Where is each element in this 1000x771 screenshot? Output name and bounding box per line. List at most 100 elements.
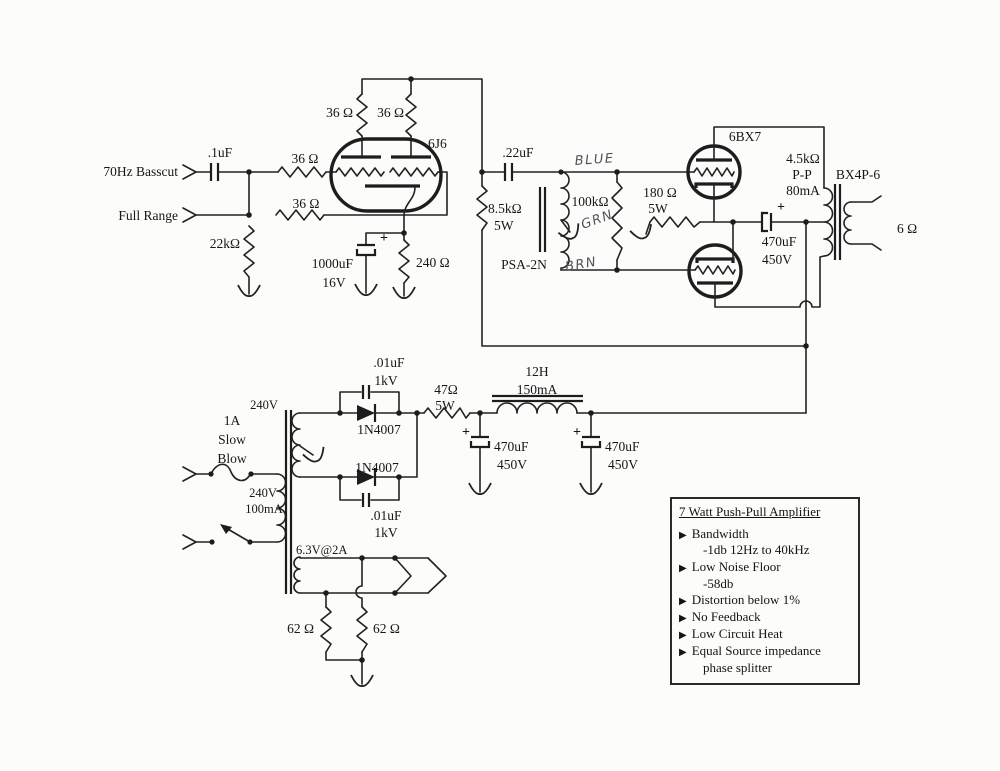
choke-12h bbox=[492, 394, 807, 414]
cathode bbox=[695, 257, 735, 263]
label-input-cap: .1uF bbox=[208, 145, 233, 160]
label-6bx7: 6BX7 bbox=[729, 129, 762, 144]
label-fuse-slow: Slow bbox=[218, 432, 246, 447]
bullet-icon: ▶ bbox=[679, 613, 687, 625]
label-snub-top-v: 1kV bbox=[374, 373, 398, 388]
label-47: 47Ω bbox=[434, 382, 458, 397]
tube-6bx7-upper bbox=[686, 126, 825, 223]
info-box-title: 7 Watt Push-Pull Amplifier bbox=[679, 504, 821, 519]
resistor-62-right bbox=[325, 606, 374, 687]
label-450v-ultrapath: 450V bbox=[762, 252, 792, 267]
tube-6bx7-lower bbox=[687, 221, 825, 308]
label-240v-top: 240V bbox=[250, 398, 278, 412]
label-62-left: 62 Ω bbox=[287, 621, 314, 636]
spec-item-impedance: ▶ Equal Source impedance bbox=[679, 643, 851, 660]
label-47-w: 5W bbox=[435, 398, 455, 413]
junction-dots bbox=[208, 76, 809, 663]
spec-item-heat: ▶ Low Circuit Heat bbox=[679, 626, 851, 643]
label-choke-i: 150mA bbox=[517, 382, 558, 397]
handwritten-blue: BLUE bbox=[574, 151, 615, 169]
filter-capacitor-2 bbox=[579, 412, 603, 495]
bullet-icon: ▶ bbox=[679, 563, 687, 575]
grid bbox=[694, 265, 736, 275]
handwritten-brn: BRN bbox=[564, 255, 598, 275]
power-switch bbox=[220, 524, 278, 543]
label-240: 240 Ω bbox=[416, 255, 450, 270]
label-snub-top: .01uF bbox=[373, 355, 405, 370]
label-180: 180 Ω bbox=[643, 185, 677, 200]
spec-label: Equal Source impedance bbox=[691, 642, 821, 658]
output-transformer-bx4p6 bbox=[823, 184, 882, 260]
filter-capacitor-1 bbox=[468, 412, 492, 495]
label-8k5: 8.5kΩ bbox=[488, 201, 522, 216]
handwritten-grn: GRN bbox=[579, 207, 615, 232]
diode-icon bbox=[357, 405, 375, 421]
bullet-icon: ▶ bbox=[679, 596, 687, 608]
resistor-36-plate-right bbox=[405, 78, 417, 158]
label-6j6: 6J6 bbox=[428, 136, 447, 151]
label-snub-bottom: .01uF bbox=[370, 508, 402, 523]
spec-item-distortion: ▶ Distortion below 1% bbox=[679, 592, 851, 609]
label-62-right: 62 Ω bbox=[373, 621, 400, 636]
label-22uf: .22uF bbox=[502, 145, 534, 160]
cathode-lead bbox=[403, 186, 416, 234]
coupling-capacitor-22uf bbox=[481, 163, 695, 181]
secondary-leads bbox=[850, 195, 882, 251]
spec-label: Distortion below 1% bbox=[691, 592, 801, 608]
fuse-1a-slow-blow bbox=[210, 463, 252, 482]
mains-jack-icon bbox=[182, 534, 197, 550]
label-100ma: 100mA bbox=[245, 502, 283, 516]
label-1000uf: 1000uF bbox=[312, 256, 354, 271]
tube-envelope bbox=[329, 137, 443, 213]
label-8k5-w: 5W bbox=[494, 218, 514, 233]
resistor-22k-shunt bbox=[237, 225, 261, 297]
label-heater-winding: 6.3V@2A bbox=[296, 543, 347, 557]
label-opt-pp: P-P bbox=[792, 167, 812, 182]
heater-connector-icon bbox=[427, 557, 447, 594]
ground-icon bbox=[557, 222, 584, 244]
label-opt-impedance: 4.5kΩ bbox=[786, 151, 820, 166]
power-transformer bbox=[276, 410, 329, 594]
ground-icon bbox=[629, 223, 656, 243]
plate-lead bbox=[713, 126, 825, 189]
spec-label: Low Circuit Heat bbox=[691, 626, 783, 642]
secondary-winding bbox=[843, 201, 852, 245]
grid-right bbox=[389, 167, 439, 177]
label-fuse-blow: Blow bbox=[217, 451, 247, 466]
plus-sign: + bbox=[462, 425, 470, 440]
label-240v-bottom: 240V bbox=[249, 486, 277, 500]
label-opt-name: BX4P-6 bbox=[836, 167, 881, 182]
label-basscut-input: 70Hz Basscut bbox=[103, 164, 178, 179]
label-180-w: 5W bbox=[648, 201, 668, 216]
spec-item-feedback: ▶ No Feedback bbox=[679, 609, 851, 626]
label-36-plate-left: 36 Ω bbox=[326, 105, 353, 120]
rectifier-bottom bbox=[299, 412, 418, 507]
label-100k: 100kΩ bbox=[571, 194, 608, 209]
input-jacks bbox=[182, 164, 250, 223]
plus-sign: + bbox=[777, 200, 785, 215]
label-36-plate-right: 36 Ω bbox=[377, 105, 404, 120]
spec-item-noise: ▶ Low Noise Floor bbox=[679, 559, 851, 576]
hv-secondary-winding bbox=[291, 412, 301, 478]
label-diode-bottom: 1N4007 bbox=[355, 460, 399, 475]
label-22k: 22kΩ bbox=[210, 236, 240, 251]
input-jack-icon bbox=[182, 207, 197, 223]
label-36-grid-top: 36 Ω bbox=[292, 151, 319, 166]
bullet-icon: ▶ bbox=[679, 529, 687, 541]
resistor-180-bias bbox=[629, 216, 763, 243]
plus-sign: + bbox=[573, 425, 581, 440]
diode-icon bbox=[357, 469, 375, 485]
label-16v: 16V bbox=[322, 275, 346, 290]
capacitor-1000uf bbox=[354, 232, 405, 296]
label-choke: 12H bbox=[525, 364, 549, 379]
label-fullrange-input: Full Range bbox=[118, 208, 178, 223]
label-snub-bottom-v: 1kV bbox=[374, 525, 398, 540]
resistor-62-left bbox=[320, 592, 332, 653]
spec-label: No Feedback bbox=[691, 609, 761, 625]
label-6ohm: 6 Ω bbox=[897, 221, 917, 236]
input-coupling-capacitor bbox=[209, 163, 279, 181]
capacitor-470uf-ultrapath bbox=[760, 211, 825, 233]
label-filter1-v: 450V bbox=[497, 457, 527, 472]
